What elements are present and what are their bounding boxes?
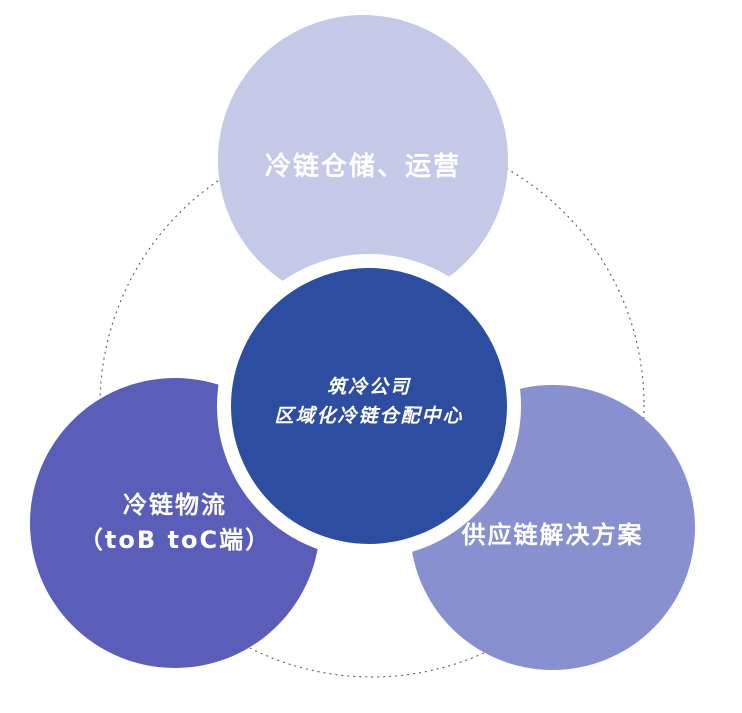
center-hub-label: 筑冷公司 区域化冷链仓配中心 (274, 373, 463, 432)
circle-center-hub: 筑冷公司 区域化冷链仓配中心 (217, 254, 521, 558)
cold-logistics-line2: （toB toC端） (78, 526, 272, 554)
cold-logistics-line1: 冷链物流 (123, 491, 227, 520)
cold-storage-label: 冷链仓储、运营 (264, 151, 461, 182)
cold-logistics-label: 冷链物流 （toB toC端） (79, 488, 271, 558)
dotted-ring-path (99, 132, 645, 678)
center-hub-line2: 区域化冷链仓配中心 (274, 405, 464, 427)
supply-chain-label: 供应链解决方案 (461, 521, 644, 549)
center-hub-line1: 筑冷公司 (326, 375, 411, 398)
